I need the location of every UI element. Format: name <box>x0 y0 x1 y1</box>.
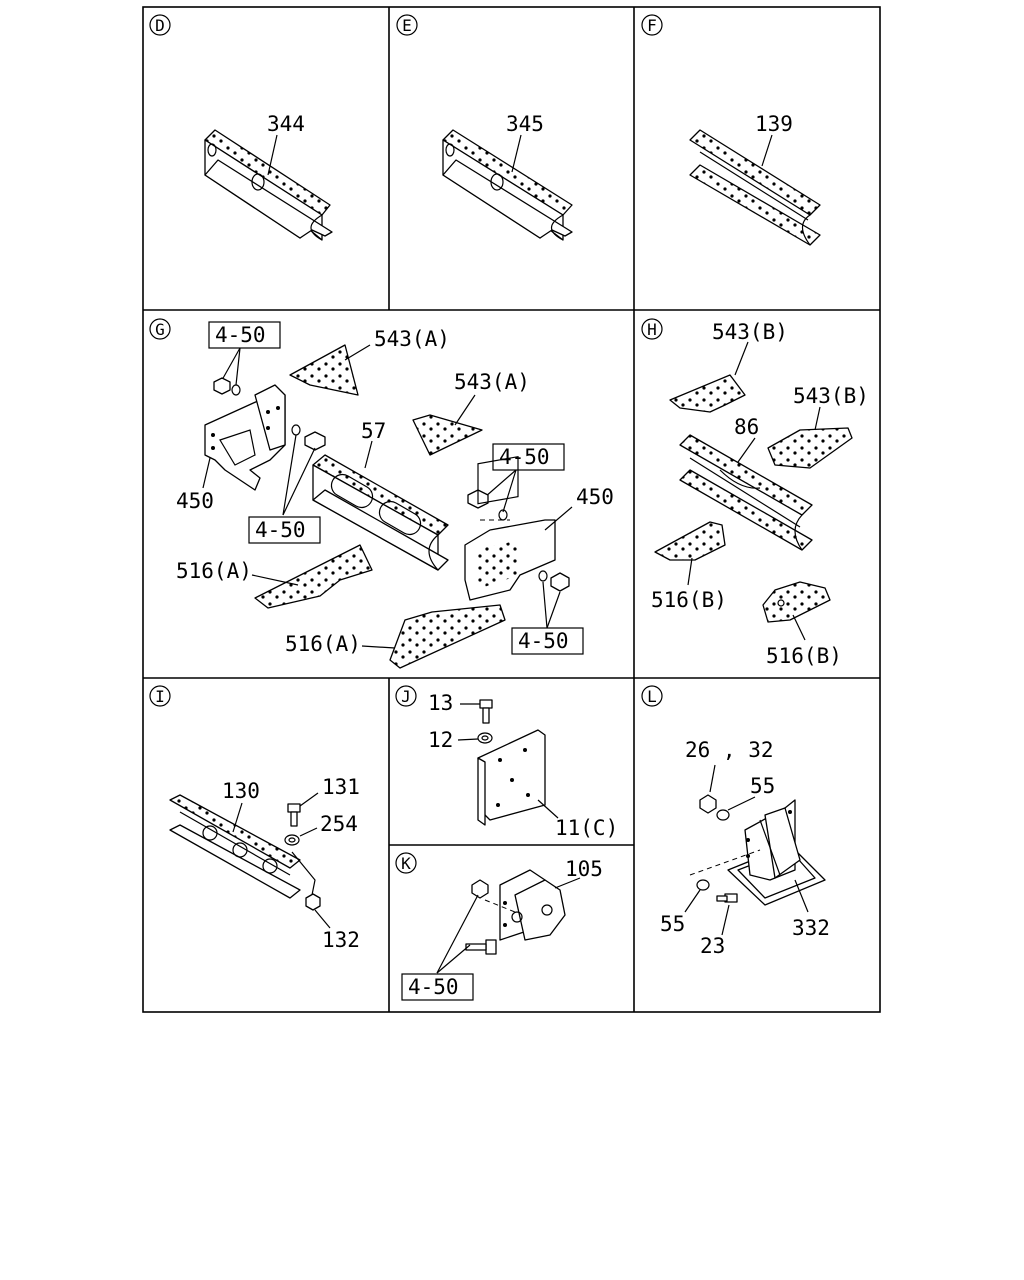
svg-text:4-50: 4-50 <box>499 445 550 469</box>
crossmember-345: 345 <box>442 112 573 241</box>
svg-text:516(A): 516(A) <box>285 632 361 656</box>
svg-text:332: 332 <box>792 916 830 940</box>
svg-text:13: 13 <box>428 691 453 715</box>
svg-text:F: F <box>647 16 657 35</box>
svg-text:132: 132 <box>322 928 360 952</box>
svg-text:516(B): 516(B) <box>651 588 727 612</box>
svg-text:516(B): 516(B) <box>766 644 842 668</box>
section-h-assembly: 543(B) 543(B) 86 516(B) 516(B) <box>651 320 869 668</box>
svg-text:K: K <box>401 854 411 873</box>
svg-text:344: 344 <box>267 112 305 136</box>
section-k-assembly: 105 4-50 <box>401 857 603 1001</box>
svg-text:I: I <box>155 687 165 706</box>
svg-text:86: 86 <box>734 415 759 439</box>
svg-text:J: J <box>401 687 411 706</box>
svg-text:11(C): 11(C) <box>555 816 618 840</box>
svg-text:L: L <box>647 687 657 706</box>
svg-text:543(A): 543(A) <box>374 327 450 351</box>
section-i-assembly: 130 131 254 132 <box>169 775 360 952</box>
crossmember-344: 344 <box>204 112 333 241</box>
section-marker-i: I <box>149 685 171 707</box>
svg-text:543(B): 543(B) <box>793 384 869 408</box>
svg-text:450: 450 <box>176 489 214 513</box>
section-marker-f: F <box>641 14 663 36</box>
section-marker-k: K <box>395 852 417 874</box>
svg-text:254: 254 <box>320 812 358 836</box>
diagram-grid <box>142 6 881 1013</box>
section-marker-j: J <box>395 685 417 707</box>
crossmember-139: 139 <box>689 112 821 246</box>
svg-text:130: 130 <box>222 779 260 803</box>
section-marker-g: G <box>149 318 171 340</box>
svg-text:H: H <box>647 320 657 339</box>
svg-text:E: E <box>402 16 412 35</box>
svg-text:26 , 32: 26 , 32 <box>685 738 774 762</box>
svg-text:55: 55 <box>750 774 775 798</box>
svg-text:543(A): 543(A) <box>454 370 530 394</box>
section-marker-e: E <box>396 14 418 36</box>
section-l-assembly: 26 , 32 55 55 23 332 <box>660 738 830 958</box>
svg-text:57: 57 <box>361 419 386 443</box>
svg-text:450: 450 <box>576 485 614 509</box>
svg-text:139: 139 <box>755 112 793 136</box>
svg-text:4-50: 4-50 <box>215 323 266 347</box>
svg-text:345: 345 <box>506 112 544 136</box>
section-marker-l: L <box>641 685 663 707</box>
section-g-assembly: 4-50 543(A) 543(A) 57 450 <box>176 321 614 669</box>
section-marker-h: H <box>641 318 663 340</box>
svg-text:D: D <box>155 16 165 35</box>
svg-text:4-50: 4-50 <box>518 629 569 653</box>
svg-text:105: 105 <box>565 857 603 881</box>
svg-text:12: 12 <box>428 728 453 752</box>
svg-text:23: 23 <box>700 934 725 958</box>
svg-text:543(B): 543(B) <box>712 320 788 344</box>
svg-text:4-50: 4-50 <box>255 518 306 542</box>
svg-text:4-50: 4-50 <box>408 975 459 999</box>
svg-text:131: 131 <box>322 775 360 799</box>
svg-text:516(A): 516(A) <box>176 559 252 583</box>
section-marker-d: D <box>149 14 171 36</box>
section-j-assembly: 13 12 11(C) <box>428 691 618 840</box>
svg-text:55: 55 <box>660 912 685 936</box>
svg-text:G: G <box>155 320 165 339</box>
